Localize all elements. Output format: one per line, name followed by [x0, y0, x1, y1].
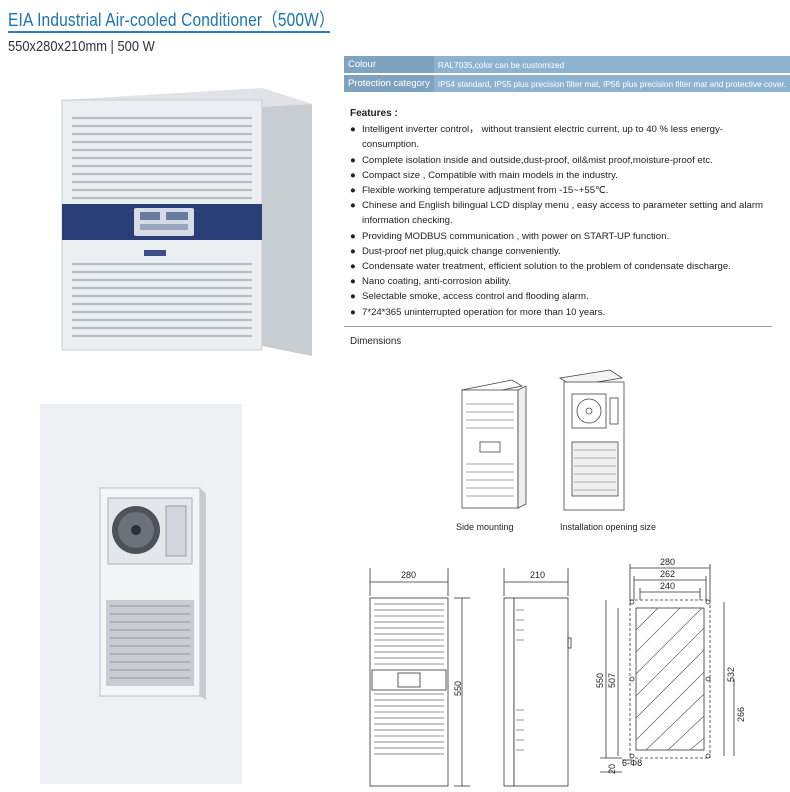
dim-cutout-mid: 262 [660, 569, 675, 579]
spec-row-protection: Protection category IP54 standard, IP55 … [344, 73, 790, 92]
features-section: Features : ●Intelligent inverter control… [350, 106, 772, 320]
spec-value: IP54 standard, IP55 plus precision filte… [433, 73, 790, 92]
list-item: ●Condensate water treatment, efficient s… [350, 259, 772, 274]
page-subtitle: 550x280x210mm | 500 W [8, 38, 155, 55]
title-underline [8, 31, 330, 33]
dim-cutout-holes: 6-Φ8 [622, 758, 642, 768]
dim-cutout-half-height: 266 [736, 707, 746, 722]
dim-cutout-inner: 240 [660, 581, 675, 591]
section-divider [344, 326, 772, 327]
dim-front-height: 550 [453, 681, 463, 696]
bullet-icon: ● [350, 200, 356, 212]
technical-drawings: 280 550 210 [369, 557, 746, 787]
page-title: EIA Industrial Air-cooled Conditioner（50… [8, 10, 335, 30]
dim-cutout-height: 550 [595, 673, 605, 688]
dim-cutout-right-height: 532 [726, 667, 736, 682]
dim-front-width: 280 [401, 570, 416, 580]
dim-cutout-mid-height: 507 [607, 673, 617, 688]
bullet-icon: ● [350, 154, 356, 166]
installation-cutout-drawing [600, 564, 735, 773]
side-mounting-sketch [460, 379, 527, 509]
bullet-icon: ● [350, 261, 356, 273]
bullet-icon: ● [350, 230, 356, 242]
bullet-icon: ● [350, 276, 356, 288]
isometric-sketches [460, 369, 625, 511]
list-item: ●Chinese and English bilingual LCD displ… [350, 200, 764, 227]
list-item: ●Intelligent inverter control， without t… [350, 124, 724, 151]
list-item: ●Compact size , Compatible with main mod… [350, 168, 772, 183]
spec-row-colour: Colour RAL7035,color can be customized [344, 56, 790, 74]
bullet-icon: ● [350, 124, 356, 136]
dimensions-heading: Dimensions [350, 336, 402, 347]
bullet-icon: ● [350, 245, 356, 257]
product-photo-front [61, 88, 312, 356]
bullet-icon: ● [350, 185, 356, 197]
dim-cutout-outer: 280 [660, 557, 675, 567]
dim-depth: 210 [530, 570, 545, 580]
list-item: ●Nano coating, anti-corrosion ability. [350, 274, 772, 289]
spec-table: Colour RAL7035,color can be customized P… [344, 56, 790, 92]
bullet-icon: ● [350, 169, 356, 181]
spec-key: Colour [344, 56, 434, 74]
list-item: ●Dust-proof net plug,quick change conven… [350, 244, 772, 259]
features-list: ●Intelligent inverter control， without t… [350, 122, 772, 320]
spec-key: Protection category [344, 73, 434, 92]
caption-installation: Installation opening size [560, 522, 657, 532]
bullet-icon: ● [350, 306, 356, 318]
installation-opening-sketch [558, 369, 625, 511]
dim-cutout-bottom: 20 [607, 764, 617, 774]
list-item: ●Providing MODBUS communication , with p… [350, 229, 772, 244]
front-view-drawing [369, 568, 470, 787]
list-item: ●Flexible working temperature adjustment… [350, 183, 772, 198]
spec-value: RAL7035,color can be customized [433, 56, 790, 74]
product-photo-rear [40, 404, 242, 784]
bullet-icon: ● [350, 291, 356, 303]
caption-side-mounting: Side mounting [456, 522, 514, 532]
list-item: ●7*24*365 uninterrupted operation for mo… [350, 305, 772, 320]
side-view-drawing [503, 568, 572, 787]
list-item: ●Complete isolation inside and outside,d… [350, 153, 772, 168]
list-item: ●Selectable smoke, access control and fl… [350, 289, 772, 304]
features-heading: Features : [350, 108, 398, 119]
